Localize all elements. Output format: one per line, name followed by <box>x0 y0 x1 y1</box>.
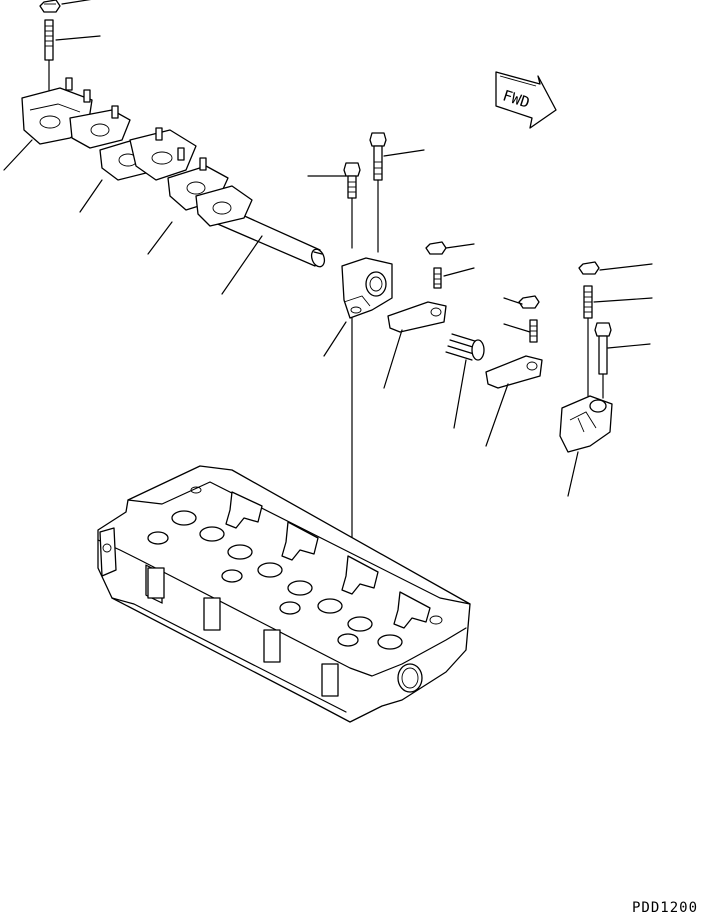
rocker-arm-a <box>387 301 447 333</box>
leader-line-18 <box>593 297 653 303</box>
leader-line-8 <box>383 149 425 157</box>
top-nut <box>39 0 61 13</box>
leader-line-16 <box>485 383 509 447</box>
leader-line-14 <box>503 323 531 333</box>
leader-line-12 <box>383 329 403 389</box>
leader-line-20 <box>567 451 579 497</box>
nut-b <box>518 295 540 309</box>
center-bolt-left <box>343 162 361 249</box>
leader-line-4 <box>79 179 103 213</box>
cylinder-head <box>97 465 471 723</box>
leader-line-5 <box>147 221 173 255</box>
leader-line-1 <box>61 0 92 5</box>
leader-line-10 <box>443 267 475 277</box>
rocker-support-right <box>559 395 613 453</box>
rocker-arm-b <box>485 355 543 389</box>
leader-line-2 <box>55 35 101 41</box>
leader-line-13 <box>503 297 523 305</box>
leader-line-11 <box>323 321 347 357</box>
adjust-screw-a <box>433 267 442 289</box>
spring <box>445 333 485 361</box>
leader-line-3 <box>3 139 33 171</box>
rocker-support-center <box>341 257 393 319</box>
center-bolt-right <box>369 132 387 253</box>
right-nut <box>578 261 600 275</box>
right-bolt <box>594 322 612 399</box>
leader-lines <box>3 0 653 497</box>
top-stud <box>44 19 54 91</box>
nut-a <box>425 241 447 255</box>
leader-line-9 <box>445 243 475 249</box>
leader-line-17 <box>599 263 653 271</box>
right-stud <box>583 285 593 397</box>
rocker-shaft-assembly <box>21 77 326 268</box>
drawing-code: PDD1200 <box>632 900 698 914</box>
fwd-arrow-icon <box>495 71 557 129</box>
adjust-screw-b <box>529 319 538 343</box>
leader-line-21 <box>313 251 323 255</box>
leader-line-15 <box>453 359 467 429</box>
leader-line-19 <box>607 343 651 349</box>
leader-line-6 <box>221 235 263 295</box>
